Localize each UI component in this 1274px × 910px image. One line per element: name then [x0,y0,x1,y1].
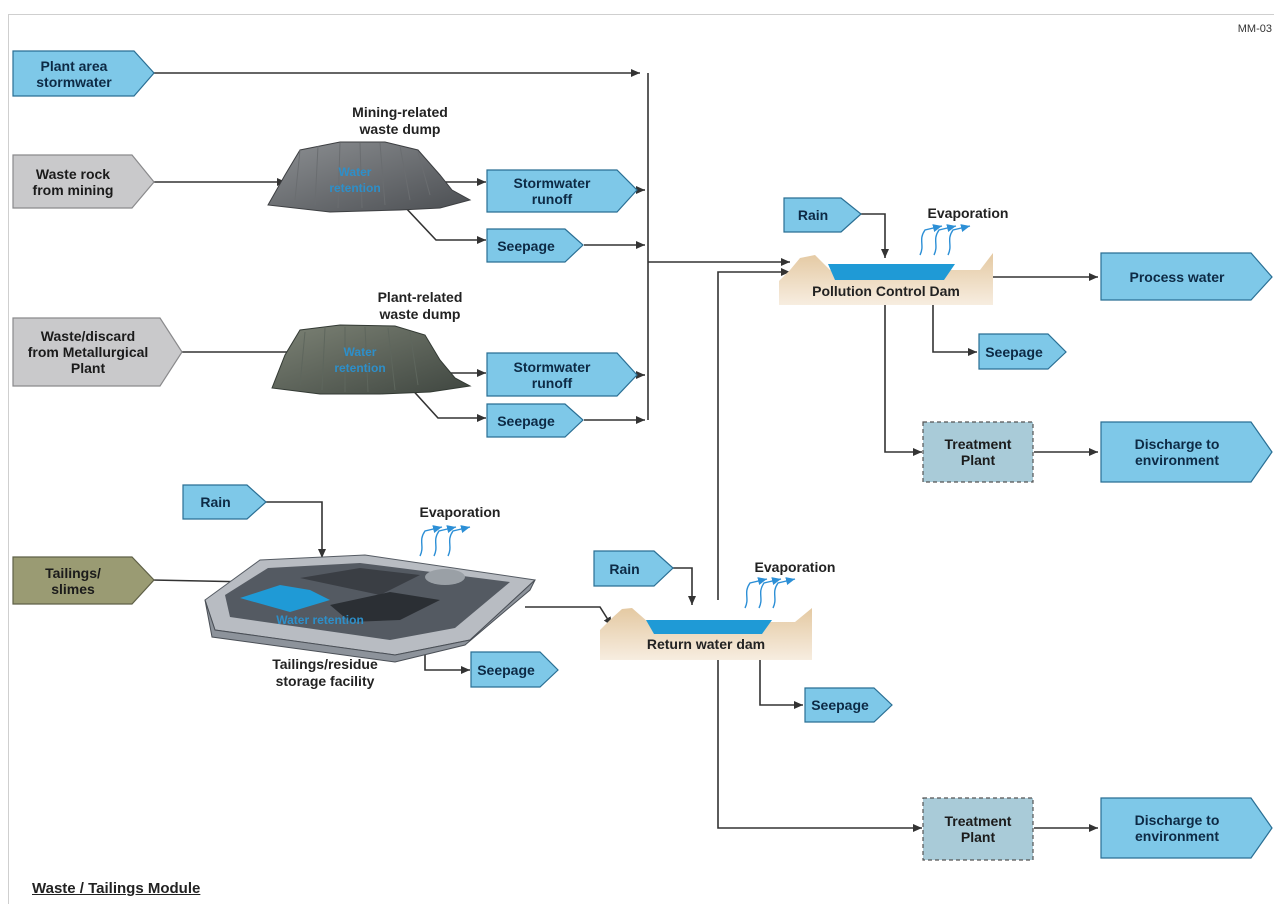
module-title: Waste / Tailings Module [32,880,201,897]
frame-left-border [8,14,9,904]
arrow-rwd-to-seepage [759,660,803,709]
pollution-control-dam-illustration [779,253,993,305]
mining-stormwater-runoff-box [486,169,638,213]
rwd-evaporation-label: Evaporation [754,559,836,575]
frame-top-border [8,14,1274,15]
arrow-dump2-to-seepage [407,384,486,422]
rwd-seepage-box [804,687,893,723]
pcd-treatment-plant-box [922,421,1034,483]
arrow-pcd-to-seepage [932,305,977,356]
mining-seepage-box [486,228,584,263]
pcd-rain-box [783,197,862,233]
tailings-box [12,556,155,605]
tsf-illustration [204,554,537,663]
tsf-seepage-box [470,651,559,688]
return-water-dam-illustration [600,608,812,660]
pcd-label: Pollution Control Dam [812,283,960,299]
evaporation-icons [419,224,971,609]
plant-stormwater-runoff-box [486,352,638,397]
waste-discard-box [12,317,183,387]
mining-waste-dump-illustration [267,141,472,213]
plant-seepage-box [486,403,584,438]
arrow-return-to-pcd [717,268,790,600]
arrow-pcd-rain [860,213,889,258]
pcd-evaporation-label: Evaporation [927,205,1009,221]
rwd-label: Return water dam [646,636,766,652]
input-boxes [12,50,183,605]
waste-rock-box [12,154,155,209]
tsf-evaporation-label: Evaporation [419,504,501,520]
rwd-rain-box [593,550,674,587]
rwd-treatment-plant-box [922,797,1034,861]
tsf-rain-box [182,484,267,520]
pcd-discharge-box [1100,421,1273,483]
pcd-seepage-box [978,333,1067,370]
plant-area-stormwater-box [12,50,155,97]
arrow-dump1-to-seepage [403,205,486,244]
plant-waste-dump-illustration [271,324,472,395]
flow-boxes [182,169,1273,861]
process-water-box [1100,252,1273,301]
arrow-rwd-rain [672,567,696,605]
reference-code: MM-03 [1237,23,1272,35]
arrow-rwd-to-treatment [717,660,922,832]
arrow-pcd-to-treatment [884,305,922,456]
arrow-tsf-to-rwd [525,606,613,627]
rwd-discharge-box [1100,797,1273,859]
arrow-tsf-rain [265,501,326,558]
